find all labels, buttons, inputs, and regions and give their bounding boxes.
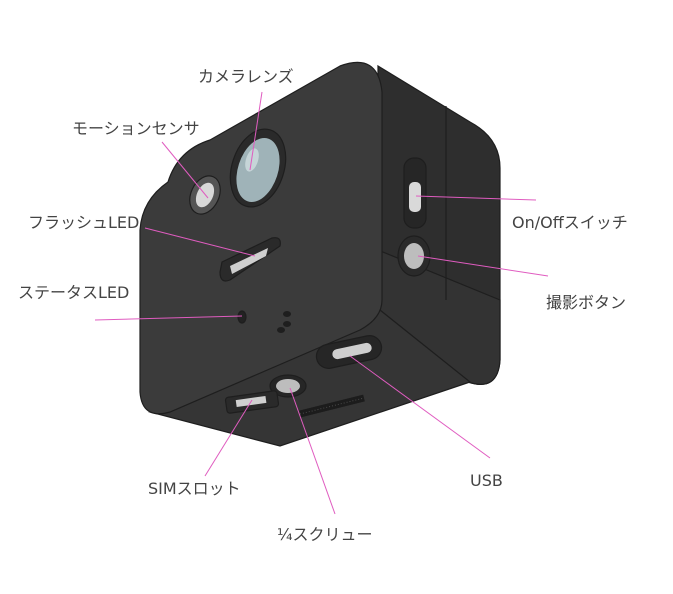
shutter-button — [397, 235, 431, 277]
labels: カメラレンズ モーションセンサ フラッシュLED ステータスLED On/Off… — [18, 67, 628, 544]
leader-camera-lens — [249, 91, 263, 171]
label-flash-led: フラッシュLED — [28, 213, 139, 232]
usb-port — [315, 335, 383, 369]
flash-led — [219, 237, 281, 282]
leader-sim-slot — [204, 399, 253, 477]
camera-front-face — [139, 61, 383, 415]
label-motion-sensor: モーションセンサ — [72, 119, 200, 138]
camera-lens — [229, 128, 287, 208]
speaker-holes — [277, 311, 291, 333]
leader-onoff-switch — [415, 195, 537, 201]
onoff-switch — [403, 157, 427, 229]
leader-tripod-screw — [289, 387, 336, 515]
label-camera-lens: カメラレンズ — [198, 67, 294, 86]
tripod-screw — [269, 374, 307, 398]
leader-status-led — [94, 315, 243, 321]
label-sim-slot: SIMスロット — [148, 479, 241, 498]
label-usb: USB — [470, 471, 503, 490]
label-status-led: ステータスLED — [18, 283, 129, 302]
leader-motion-sensor — [161, 141, 209, 199]
leader-shutter-button — [417, 255, 549, 277]
label-tripod-screw: ¼スクリュー — [277, 525, 373, 544]
sim-slot — [224, 390, 280, 414]
leader-lines — [94, 91, 549, 515]
vent-grille — [299, 394, 365, 418]
label-shutter-button: 撮影ボタン — [546, 293, 626, 312]
leader-usb — [349, 355, 491, 459]
label-onoff-switch: On/Offスイッチ — [512, 213, 628, 232]
leader-flash-led — [144, 227, 256, 257]
status-led — [237, 310, 247, 324]
